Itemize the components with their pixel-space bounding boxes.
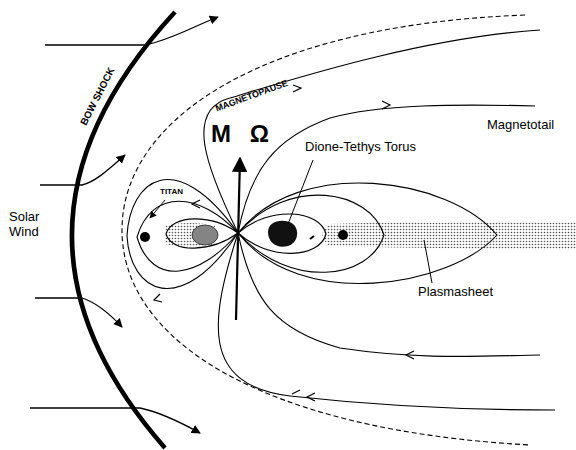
- bow-shock-curve: [72, 12, 175, 448]
- small-mark: [310, 236, 314, 239]
- moon-dot: [140, 232, 150, 242]
- closed-field-line: [166, 219, 238, 248]
- direction-chevron: [192, 200, 200, 208]
- direction-chevron: [382, 101, 390, 109]
- moon-label: TITAN: [160, 187, 183, 196]
- leader-line: [288, 160, 313, 224]
- dipole-axis-arrow: [236, 158, 240, 320]
- open-field-line: [218, 233, 555, 410]
- leader-line: [424, 240, 432, 283]
- direction-chevron: [292, 390, 300, 394]
- flow-arrow: [40, 155, 125, 185]
- open-field-line: [238, 233, 540, 356]
- flow-arrow: [45, 17, 218, 45]
- titan-cloud: [192, 225, 218, 245]
- closed-field-line: [137, 201, 238, 271]
- plasmasheet-band: [323, 221, 576, 249]
- closed-field-line: [238, 195, 384, 272]
- flow-arrow: [35, 298, 122, 327]
- torus-label: Dione-Tethys Torus: [305, 140, 416, 155]
- field-lines: [127, 30, 555, 410]
- magnetopause-curve: [122, 15, 530, 445]
- direction-chevron: [307, 393, 315, 401]
- dione-tethys-torus: [268, 221, 297, 247]
- direction-chevron: [293, 85, 301, 92]
- dipole-moment-symbol: M Ω: [211, 120, 275, 148]
- closed-field-line: [127, 180, 238, 289]
- direction-chevron: [406, 351, 414, 359]
- direction-marks: [154, 85, 414, 401]
- boundary-label: MAGNETOPAUSE: [214, 78, 289, 114]
- flow-arrow: [30, 408, 200, 433]
- leader-arrow: [150, 200, 165, 218]
- closed-field-line: [238, 183, 497, 284]
- region-label: Plasmasheet: [418, 285, 493, 300]
- solar-wind-flow: [30, 17, 218, 433]
- region-label: Solar Wind: [9, 210, 54, 240]
- moon-dot: [338, 230, 348, 240]
- region-label: Magnetotail: [487, 118, 554, 133]
- direction-chevron: [154, 294, 162, 302]
